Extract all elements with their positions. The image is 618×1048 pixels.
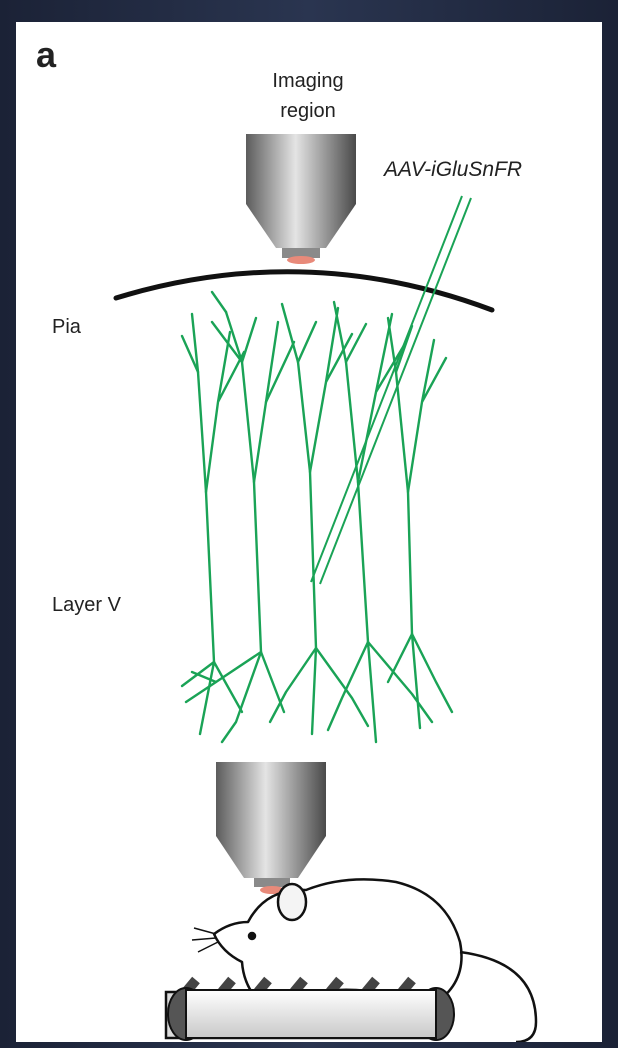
pia-label: Pia (52, 316, 81, 339)
objective-icon (246, 134, 356, 264)
treadmill-icon (166, 980, 454, 1040)
laser-spot-icon (287, 256, 315, 264)
objective-icon (216, 762, 326, 894)
panel-label: a (36, 34, 56, 76)
figure-panel: a Imaging region AAV-iGluSnFR Pia Layer … (16, 22, 602, 1042)
neuron-icon (182, 292, 452, 742)
virus-label: AAV-iGluSnFR (384, 158, 522, 182)
pipette-icon (311, 196, 471, 584)
imaging-region-label: Imaging region (238, 66, 378, 126)
layer-v-label: Layer V (52, 594, 121, 617)
